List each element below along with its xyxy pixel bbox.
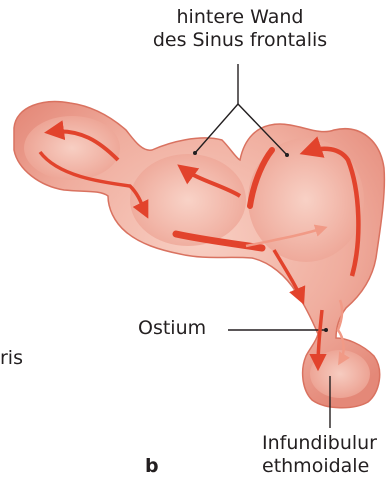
posterior-wall-label: hintere Wand des Sinus frontalis bbox=[150, 6, 330, 52]
posterior-wall-label-line2: des Sinus frontalis bbox=[150, 29, 330, 52]
infundibulum-label: Infundibulur ethmoidale bbox=[262, 432, 377, 478]
infundibulum-label-line2: ethmoidale bbox=[262, 455, 377, 478]
panel-letter: b bbox=[145, 455, 159, 478]
ostium-point bbox=[324, 328, 328, 332]
sinus-lobe-middle bbox=[130, 154, 246, 246]
ostium-label: Ostium bbox=[138, 317, 206, 340]
posterior-wall-point-left bbox=[193, 151, 197, 155]
infundibulum-label-line1: Infundibulur bbox=[262, 432, 377, 455]
posterior-wall-point-right bbox=[285, 153, 289, 157]
posterior-wall-label-line1: hintere Wand bbox=[150, 6, 330, 29]
cut-off-label: ris bbox=[0, 347, 23, 370]
